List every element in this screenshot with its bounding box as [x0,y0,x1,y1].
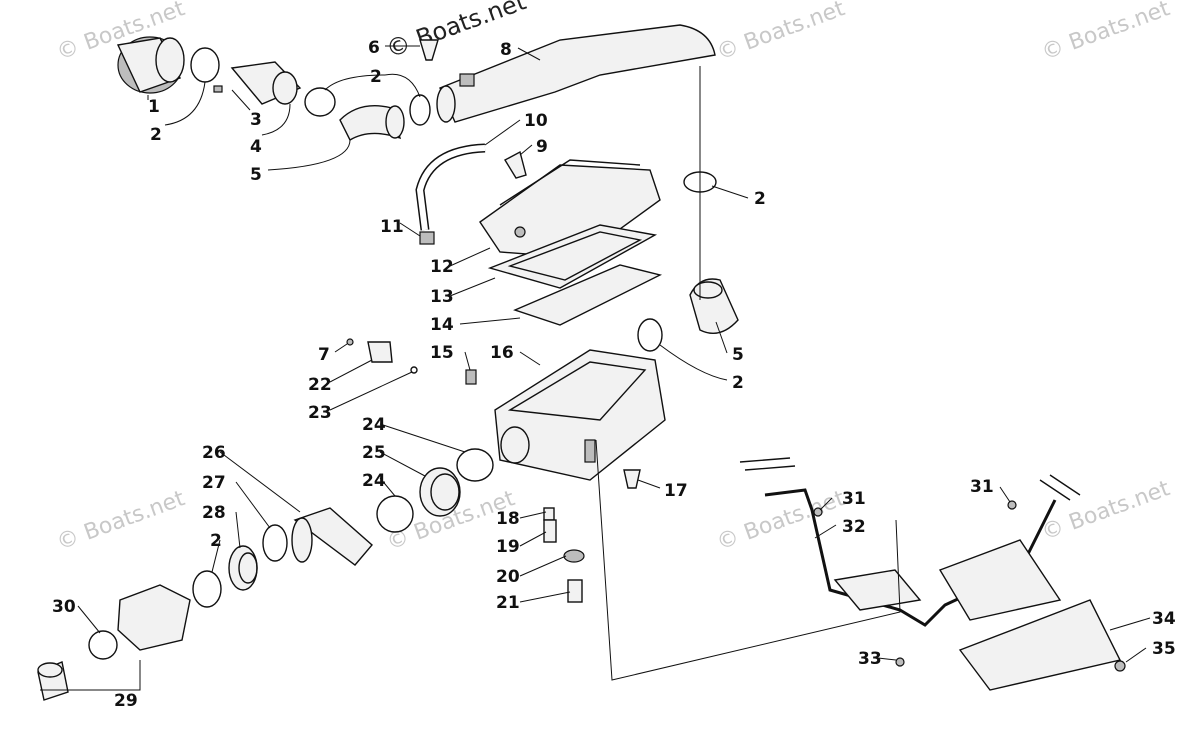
airbox-base-16 [494,349,666,481]
clamp-30 [88,630,118,660]
callout-9: 9 [536,137,548,157]
screw-31b [1007,500,1017,510]
clamp-2b [304,87,336,117]
callout-26: 26 [202,443,226,463]
callout-10: 10 [524,111,548,131]
coupler-25 [419,467,461,517]
callout-14: 14 [430,315,454,335]
watermark-4: © Boats.net [54,486,189,556]
sensor-22 [367,341,393,363]
callout-29: 29 [114,691,138,711]
adapter-28 [228,545,258,591]
intake-boot-26 [291,507,373,566]
bushing-21 [567,579,583,603]
filter-pad-14 [513,264,663,326]
watermark-6: © Boats.net [714,486,849,556]
grommet-17 [623,469,641,489]
throttle-body [117,584,191,651]
screw-33 [895,657,905,667]
watermark-2: © Boats.net [714,0,849,66]
intake-tube-4 [213,61,302,105]
callout-35: 35 [1152,639,1176,659]
callout-15: 15 [430,343,454,363]
callout-33: 33 [858,649,882,669]
callout-18: 18 [496,509,520,529]
callout-30: 30 [52,597,76,617]
callout-2-mid: 2 [732,373,744,393]
screw-7 [346,338,354,346]
nut-35 [1114,660,1126,672]
boot-5 [339,105,405,141]
watermark-3: © Boats.net [1039,0,1174,66]
clamp-2e [637,318,663,352]
hose-10 [415,143,486,231]
callout-11: 11 [380,217,404,237]
callout-8: 8 [500,40,512,60]
callout-3: 3 [250,110,262,130]
callout-24-b: 24 [362,471,386,491]
fitting-9 [504,150,527,179]
clamp-2c [409,94,431,126]
callout-31: 31 [842,489,866,509]
clip-15 [465,369,477,385]
spacer-18 [543,507,555,521]
callout-6: 6 [368,38,380,58]
oring-23 [410,366,418,374]
clamp-24a [456,448,494,482]
callout-17: 17 [664,481,688,501]
callout-16: 16 [490,343,514,363]
callout-5: 5 [250,165,262,185]
callout-2-right: 2 [754,189,766,209]
callout-5-right: 5 [732,345,744,365]
callout-32: 32 [842,517,866,537]
callout-22: 22 [308,375,332,395]
clamp-2a [190,47,220,83]
air-filter-element [116,36,185,94]
callout-2-top: 2 [370,67,382,87]
callout-2: 2 [150,125,162,145]
callout-4: 4 [250,137,262,157]
screw-6 [419,39,439,61]
callout-19: 19 [496,537,520,557]
watermark-7: © Boats.net [1039,476,1174,546]
airbox-cover-12 [479,159,661,259]
clamp-2f [192,570,222,608]
callout-20: 20 [496,567,520,587]
gasket-13 [487,224,658,289]
leader-lines [40,45,1151,691]
heat-shield-34 [938,539,1122,691]
callout-28: 28 [202,503,226,523]
callout-31-right: 31 [970,477,994,497]
callout-1: 1 [148,97,160,117]
callout-12: 12 [430,257,454,277]
sleeve-29 [37,661,69,701]
callout-23: 23 [308,403,332,423]
callout-labels: 1 2 3 4 5 6 2 8 10 9 2 11 12 13 14 5 2 7… [52,38,1176,711]
bushing-19 [543,519,557,543]
callout-24: 24 [362,415,386,435]
clamp-24b [376,495,414,533]
elbow-5b [689,278,739,334]
callout-7: 7 [318,345,330,365]
callout-13: 13 [430,287,454,307]
callout-21: 21 [496,593,520,613]
clamp-27 [262,524,288,562]
callout-27: 27 [202,473,226,493]
callout-25: 25 [362,443,386,463]
callout-34: 34 [1152,609,1176,629]
inlet-duct-8 [436,24,716,123]
grommet-20 [563,549,585,563]
clip-11 [419,231,435,245]
callout-2-left: 2 [210,531,222,551]
